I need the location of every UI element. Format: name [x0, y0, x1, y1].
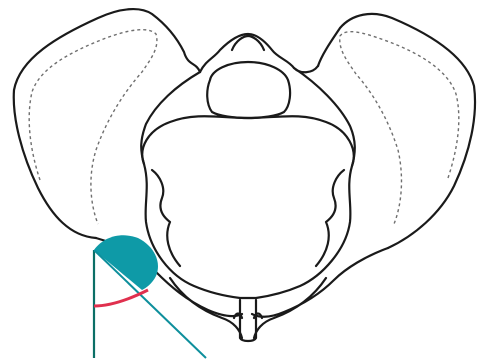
pelvis-diagram	[0, 0, 488, 361]
background	[0, 0, 488, 361]
